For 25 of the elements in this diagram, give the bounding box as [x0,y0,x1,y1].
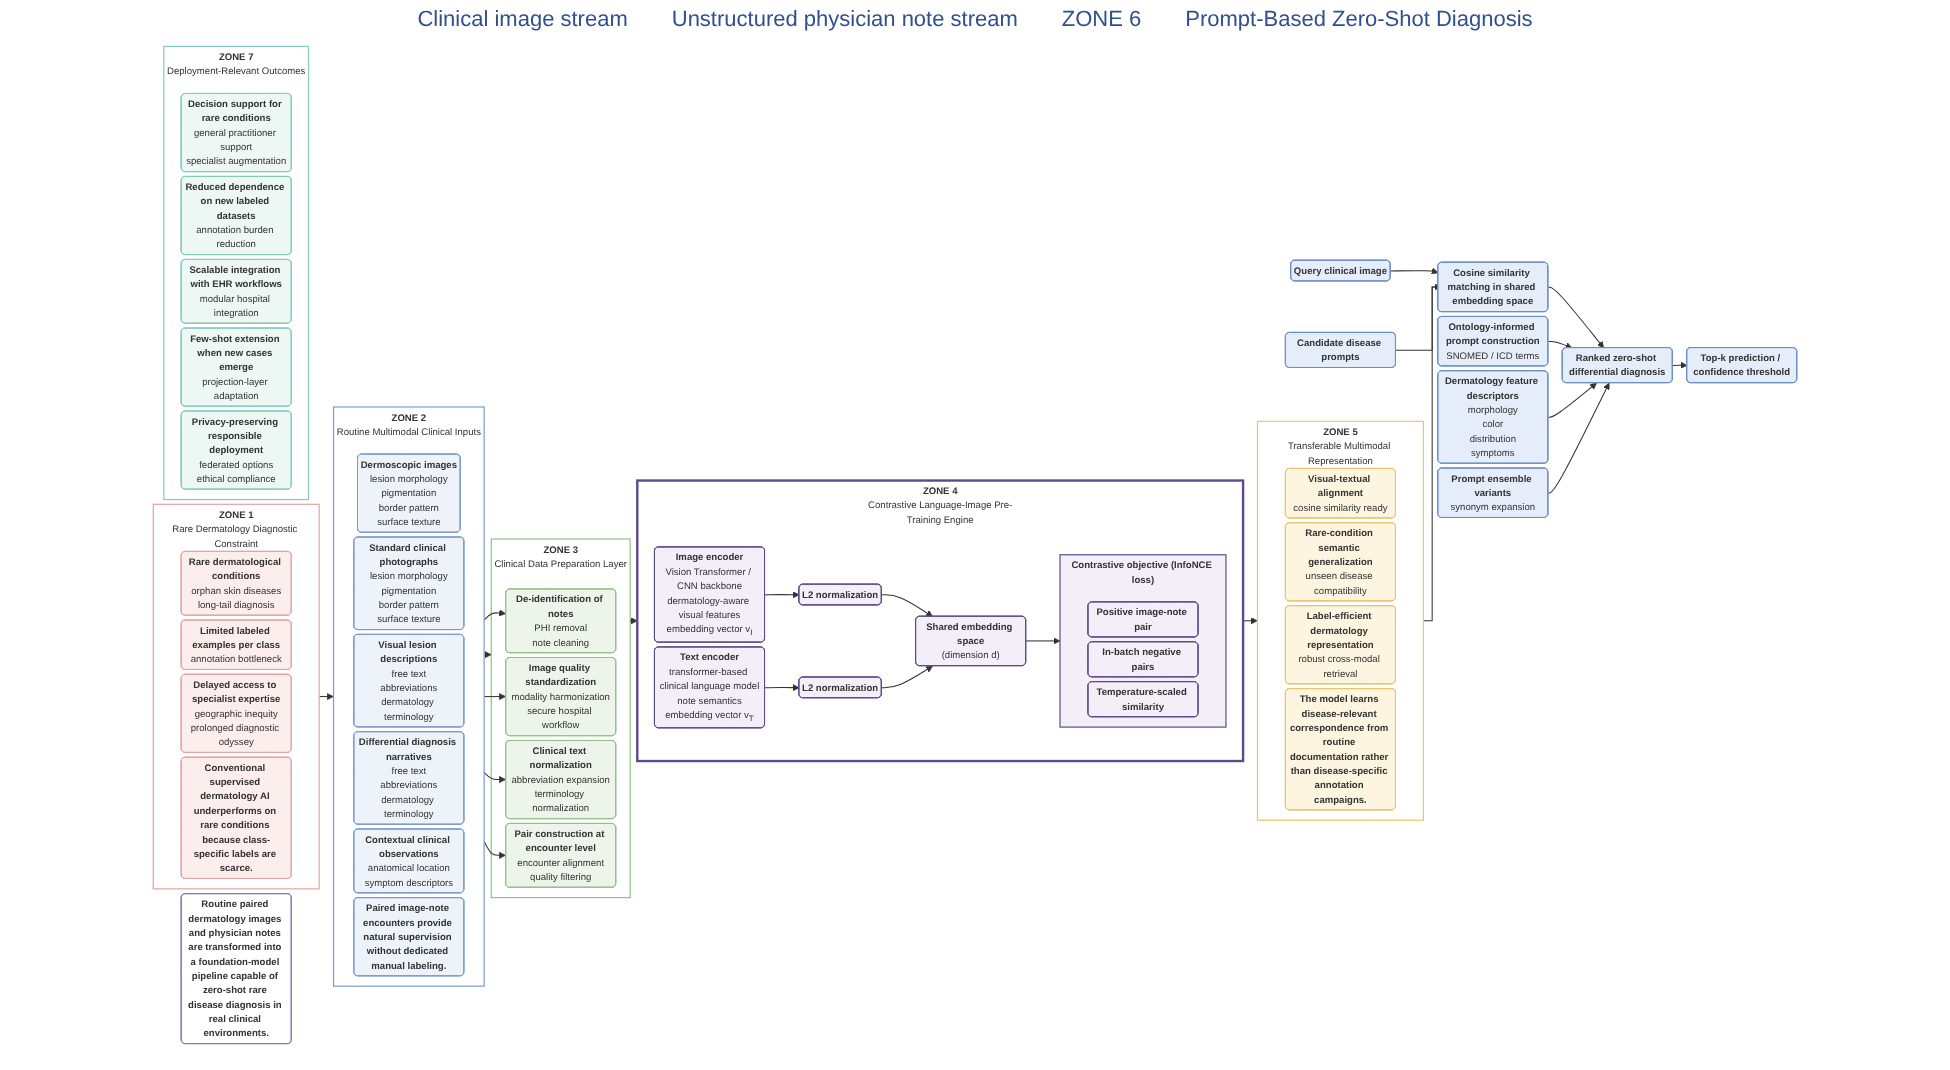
arrow [483,609,506,621]
stream-heading: Unstructured physician note stream [669,6,1020,34]
stream-heading: ZONE 6 [1059,6,1144,34]
arrow [483,651,492,659]
arrow [1547,382,1597,418]
arrow [629,617,638,625]
arrow [1547,340,1573,349]
arrow [764,684,800,692]
arrow [881,665,933,689]
arrow [1025,637,1061,645]
arrow [881,594,933,617]
arrow [1242,617,1258,625]
arrow [1547,382,1610,494]
arrow [1672,361,1688,369]
stream-heading: Clinical image stream [415,6,630,34]
arrow [483,771,506,784]
arrow [483,841,506,859]
arrow [1422,283,1442,622]
arrow [1390,267,1439,275]
arrow [483,693,506,701]
stream-heading: Prompt-Based Zero-Shot Diagnosis [1183,6,1535,34]
arrow [764,591,800,599]
connector [1395,286,1439,351]
arrow [318,693,334,701]
arrow [1547,286,1604,349]
